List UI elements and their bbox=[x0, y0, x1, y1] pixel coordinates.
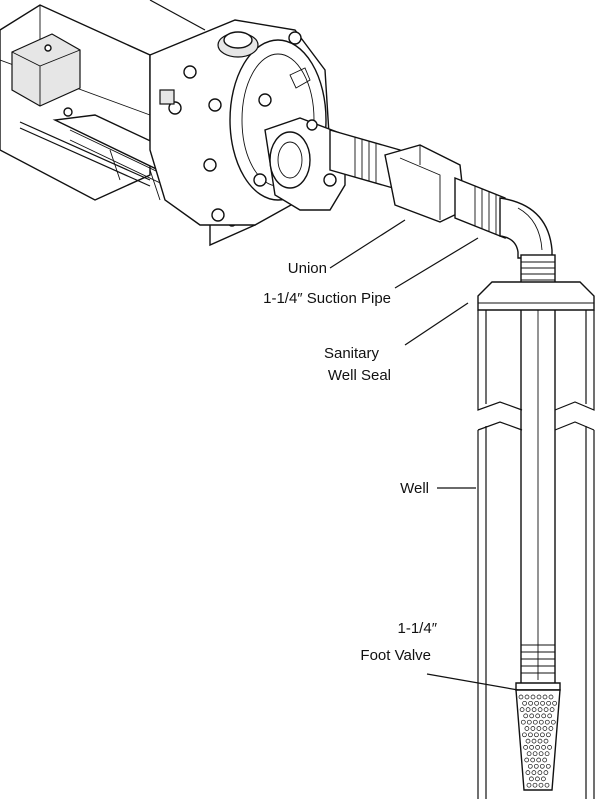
screen-hole bbox=[548, 694, 554, 700]
screen-hole bbox=[534, 732, 539, 738]
screen-hole bbox=[529, 776, 534, 782]
screen-hole bbox=[528, 700, 533, 706]
screen-hole bbox=[549, 707, 555, 712]
screen-hole bbox=[544, 782, 550, 788]
foot-valve-label-line2: Foot Valve bbox=[360, 647, 431, 664]
screen-hole bbox=[536, 726, 542, 731]
screen-hole bbox=[535, 713, 541, 719]
pipe-to-elbow bbox=[454, 176, 506, 240]
union-label: Union bbox=[288, 260, 327, 277]
foot-valve-leader-line bbox=[426, 673, 519, 691]
screen-hole bbox=[538, 751, 544, 757]
screen-hole bbox=[519, 707, 525, 712]
screen-hole bbox=[531, 707, 537, 712]
screen-hole bbox=[542, 726, 548, 731]
screen-hole bbox=[541, 713, 547, 719]
suction-pipe-label: 1-1/4″ Suction Pipe bbox=[263, 290, 391, 307]
screen-hole bbox=[524, 726, 530, 731]
screen-hole bbox=[539, 763, 545, 769]
screen-hole bbox=[530, 757, 536, 763]
screen-hole bbox=[544, 751, 550, 757]
screen-hole bbox=[540, 732, 545, 738]
foot-valve-label-line1: 1-1/4″ bbox=[398, 620, 438, 637]
screen-hole bbox=[536, 757, 542, 763]
vertical-drop-pipe bbox=[520, 254, 556, 686]
screen-hole bbox=[540, 700, 545, 706]
screen-hole bbox=[541, 776, 546, 782]
screen-hole bbox=[535, 776, 540, 782]
screen-hole bbox=[534, 700, 539, 706]
foot-valve bbox=[515, 644, 561, 791]
screen-hole bbox=[532, 751, 538, 757]
screen-hole bbox=[523, 713, 529, 719]
screen-hole bbox=[530, 694, 536, 700]
screen-hole bbox=[542, 694, 548, 700]
screen-hole bbox=[537, 770, 543, 775]
screen-hole bbox=[518, 694, 524, 700]
screen-hole bbox=[529, 745, 534, 750]
screen-hole bbox=[548, 726, 554, 731]
well-casing-upper bbox=[477, 310, 595, 411]
screen-hole bbox=[535, 745, 540, 750]
screen-hole bbox=[528, 732, 533, 738]
screen-hole bbox=[550, 719, 556, 725]
screen-hole bbox=[524, 757, 530, 763]
well-seal-leader-line bbox=[404, 302, 469, 346]
union-leader-line bbox=[329, 219, 406, 269]
screen-hole bbox=[531, 738, 537, 744]
screen-hole bbox=[526, 719, 532, 725]
screen-hole bbox=[536, 694, 542, 700]
union-fitting bbox=[384, 144, 466, 223]
screen-hole bbox=[527, 763, 533, 769]
screen-hole bbox=[545, 763, 551, 769]
screen-hole bbox=[520, 719, 526, 725]
suction-pipe-leader-line bbox=[394, 237, 479, 289]
screen-hole bbox=[552, 700, 557, 706]
screen-hole bbox=[531, 770, 537, 775]
screen-hole bbox=[522, 700, 527, 706]
screen-hole bbox=[537, 738, 543, 744]
screen-hole bbox=[525, 707, 531, 712]
screen-hole bbox=[543, 738, 549, 744]
well-seal-label-line2: Well Seal bbox=[328, 367, 391, 384]
screen-hole bbox=[546, 732, 551, 738]
screen-hole bbox=[523, 745, 528, 750]
screen-hole bbox=[526, 751, 532, 757]
screen-hole bbox=[547, 713, 553, 719]
screen-hole bbox=[544, 719, 550, 725]
well-seal bbox=[477, 281, 595, 311]
pipe-elbow bbox=[499, 197, 553, 259]
screen-hole bbox=[546, 700, 551, 706]
pump-motor bbox=[0, 0, 206, 201]
screen-hole bbox=[526, 782, 532, 788]
screen-hole bbox=[532, 782, 538, 788]
screen-hole bbox=[522, 732, 527, 738]
well-casing-lower bbox=[477, 421, 595, 799]
screen-hole bbox=[541, 745, 546, 750]
screen-hole bbox=[529, 713, 535, 719]
screen-hole bbox=[543, 770, 549, 775]
screen-hole bbox=[547, 745, 552, 750]
screen-hole bbox=[538, 719, 544, 725]
foot-valve-screen bbox=[518, 694, 557, 788]
screen-hole bbox=[543, 707, 549, 712]
screen-hole bbox=[538, 782, 544, 788]
screen-hole bbox=[525, 738, 531, 744]
screen-hole bbox=[533, 763, 539, 769]
screen-hole bbox=[532, 719, 538, 725]
screen-hole bbox=[524, 694, 530, 700]
screen-hole bbox=[537, 707, 543, 712]
screen-hole bbox=[530, 726, 536, 731]
screen-hole bbox=[542, 757, 548, 763]
screen-hole bbox=[525, 770, 531, 775]
suction-adapter bbox=[264, 117, 346, 211]
well-label: Well bbox=[400, 480, 429, 497]
well-seal-label-line1: Sanitary bbox=[324, 345, 380, 362]
